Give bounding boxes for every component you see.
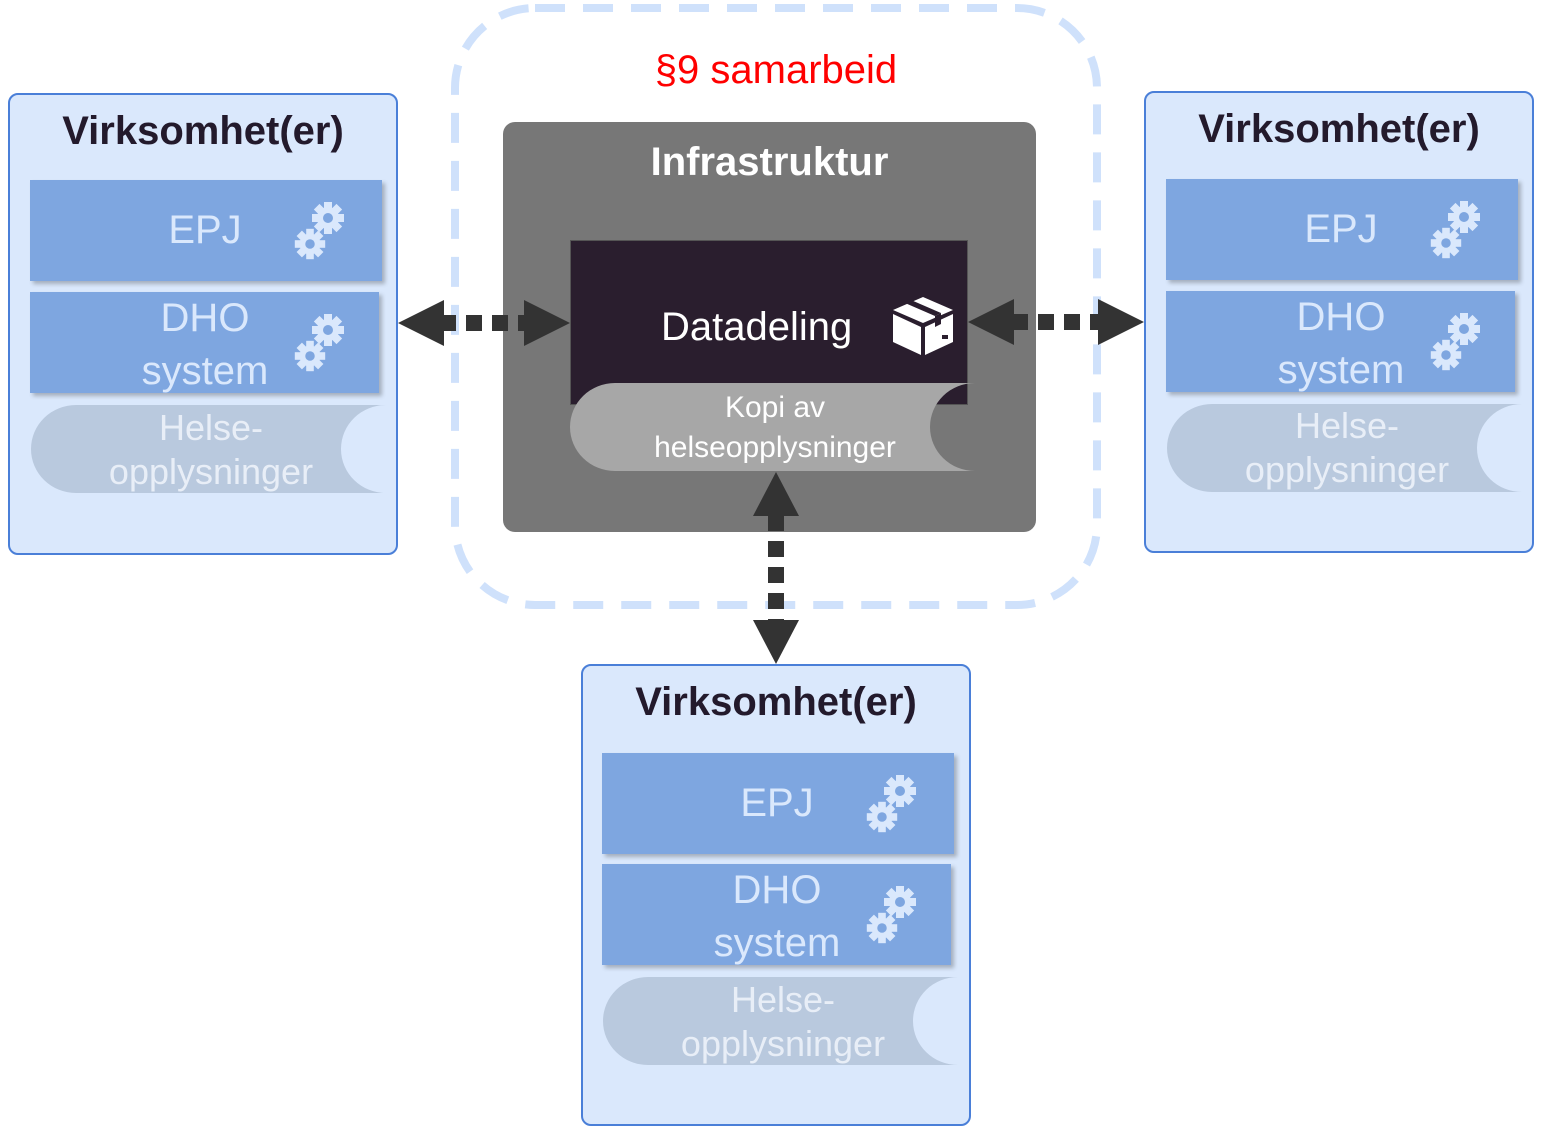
health-data-store-left bbox=[31, 405, 386, 493]
epj-system-left[interactable]: EPJ bbox=[30, 180, 382, 281]
arrowhead-left bbox=[398, 300, 444, 346]
health-data-store-right bbox=[1167, 404, 1522, 492]
package-icon bbox=[893, 297, 953, 355]
health-data-copy-store bbox=[570, 383, 975, 471]
epj-label: EPJ bbox=[1304, 207, 1378, 251]
arrowhead-datadeling-right bbox=[968, 299, 1014, 345]
arrowhead-bottom bbox=[753, 620, 799, 664]
store-label-line1: Helse- bbox=[730, 979, 836, 1020]
dho-label-line2: system bbox=[1277, 348, 1405, 392]
arrowhead-right bbox=[1098, 299, 1144, 345]
arrowhead-storage bbox=[753, 472, 799, 516]
datadeling-service[interactable]: Datadeling bbox=[570, 240, 968, 405]
store-label-line1: Helse- bbox=[1294, 405, 1400, 446]
storage-label-line1: Kopi av bbox=[724, 391, 826, 424]
store-label-line2: opplysninger bbox=[108, 451, 314, 492]
dho-label-line2: system bbox=[141, 349, 269, 393]
collaboration-title: §9 samarbeid bbox=[654, 48, 898, 92]
epj-system-right[interactable]: EPJ bbox=[1166, 179, 1518, 280]
arrowhead-datadeling-left bbox=[524, 300, 570, 346]
dho-label-line1: DHO bbox=[1296, 295, 1386, 339]
epj-system-bottom[interactable]: EPJ bbox=[602, 753, 954, 854]
dho-label-line2: system bbox=[713, 921, 841, 965]
datadeling-label: Datadeling bbox=[661, 305, 853, 349]
dho-label-line1: DHO bbox=[160, 296, 250, 340]
organization-title: Virksomhet(er) bbox=[1198, 107, 1480, 151]
store-label-line2: opplysninger bbox=[680, 1023, 886, 1064]
organization-title: Virksomhet(er) bbox=[635, 680, 917, 724]
dho-label-line1: DHO bbox=[732, 868, 822, 912]
storage-label-line2: helseopplysninger bbox=[654, 431, 896, 464]
store-label-line1: Helse- bbox=[158, 407, 264, 448]
epj-label: EPJ bbox=[168, 208, 242, 252]
store-label-line2: opplysninger bbox=[1244, 449, 1450, 490]
epj-label: EPJ bbox=[740, 781, 814, 825]
health-data-store-bottom bbox=[603, 977, 958, 1065]
infrastructure-title: Infrastruktur bbox=[650, 140, 889, 184]
organization-title: Virksomhet(er) bbox=[62, 109, 344, 153]
